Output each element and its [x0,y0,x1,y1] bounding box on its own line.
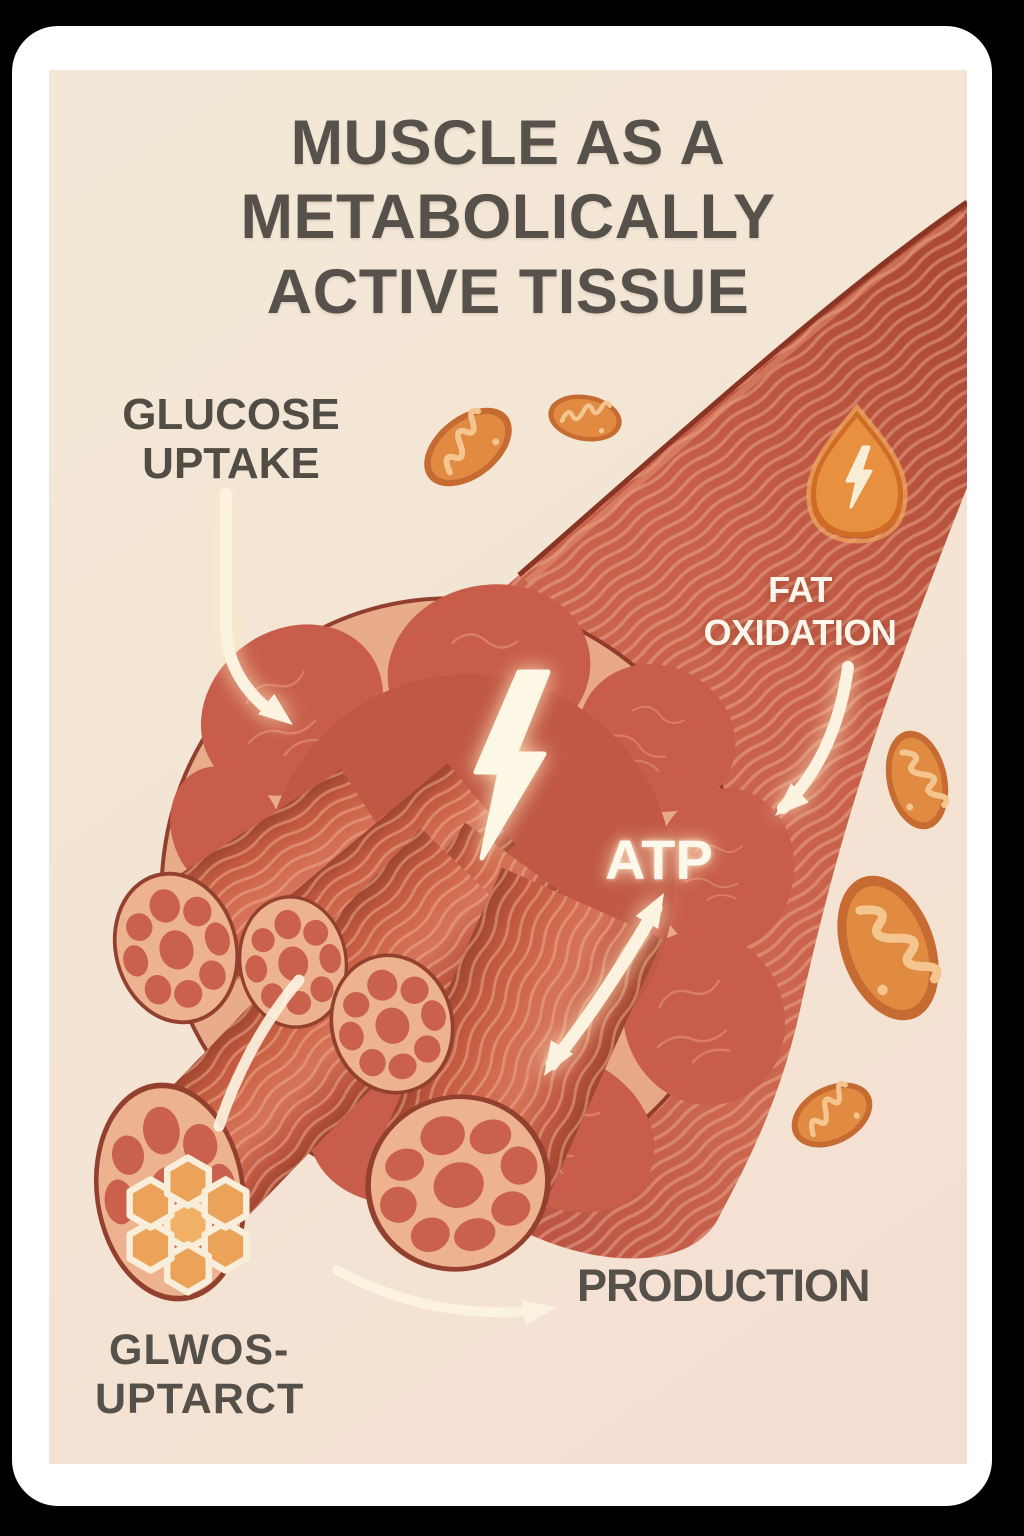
title-line-3: ACTIVE TISSUE [266,256,750,327]
fat-oxidation-arrow [766,661,854,826]
glucose-flow-swoosh [213,974,305,1132]
fascicle [653,788,795,952]
glucose-uptake-label: GLUCOSE UPTAKE [122,390,340,489]
mitochondrion-icon [877,725,957,835]
title-line-1: MUSCLE AS A [290,108,726,178]
production-arrow [332,1265,560,1326]
mitochondrion-icon [780,1069,883,1160]
atp-double-arrow [532,886,676,1083]
glucose-uptake-arrow [220,488,302,736]
fat-oxidation-label: FAT OXIDATION [703,569,897,654]
energy-teardrop-icon [806,403,908,544]
illustration-canvas: MUSCLE AS A METABOLICALLY ACTIVE TISSUE … [49,70,967,1464]
garbled-glucose-label: GLWOS- UPTARCT [95,1326,305,1424]
mitochondrion-icon [545,389,626,447]
mitochondrion-icon [410,392,527,502]
lightning-bolt-icon [473,669,551,861]
page-title: MUSCLE AS A METABOLICALLY ACTIVE TISSUE [49,106,967,329]
fascicle [623,930,785,1106]
title-line-2: METABOLICALLY [240,182,776,253]
muscle-illustration [80,199,967,1326]
production-label: PRODUCTION [577,1260,871,1311]
mitochondrion-icon [819,862,958,1035]
atp-label: ATP [605,828,713,891]
honeycomb-glucose-icon [130,1158,247,1293]
